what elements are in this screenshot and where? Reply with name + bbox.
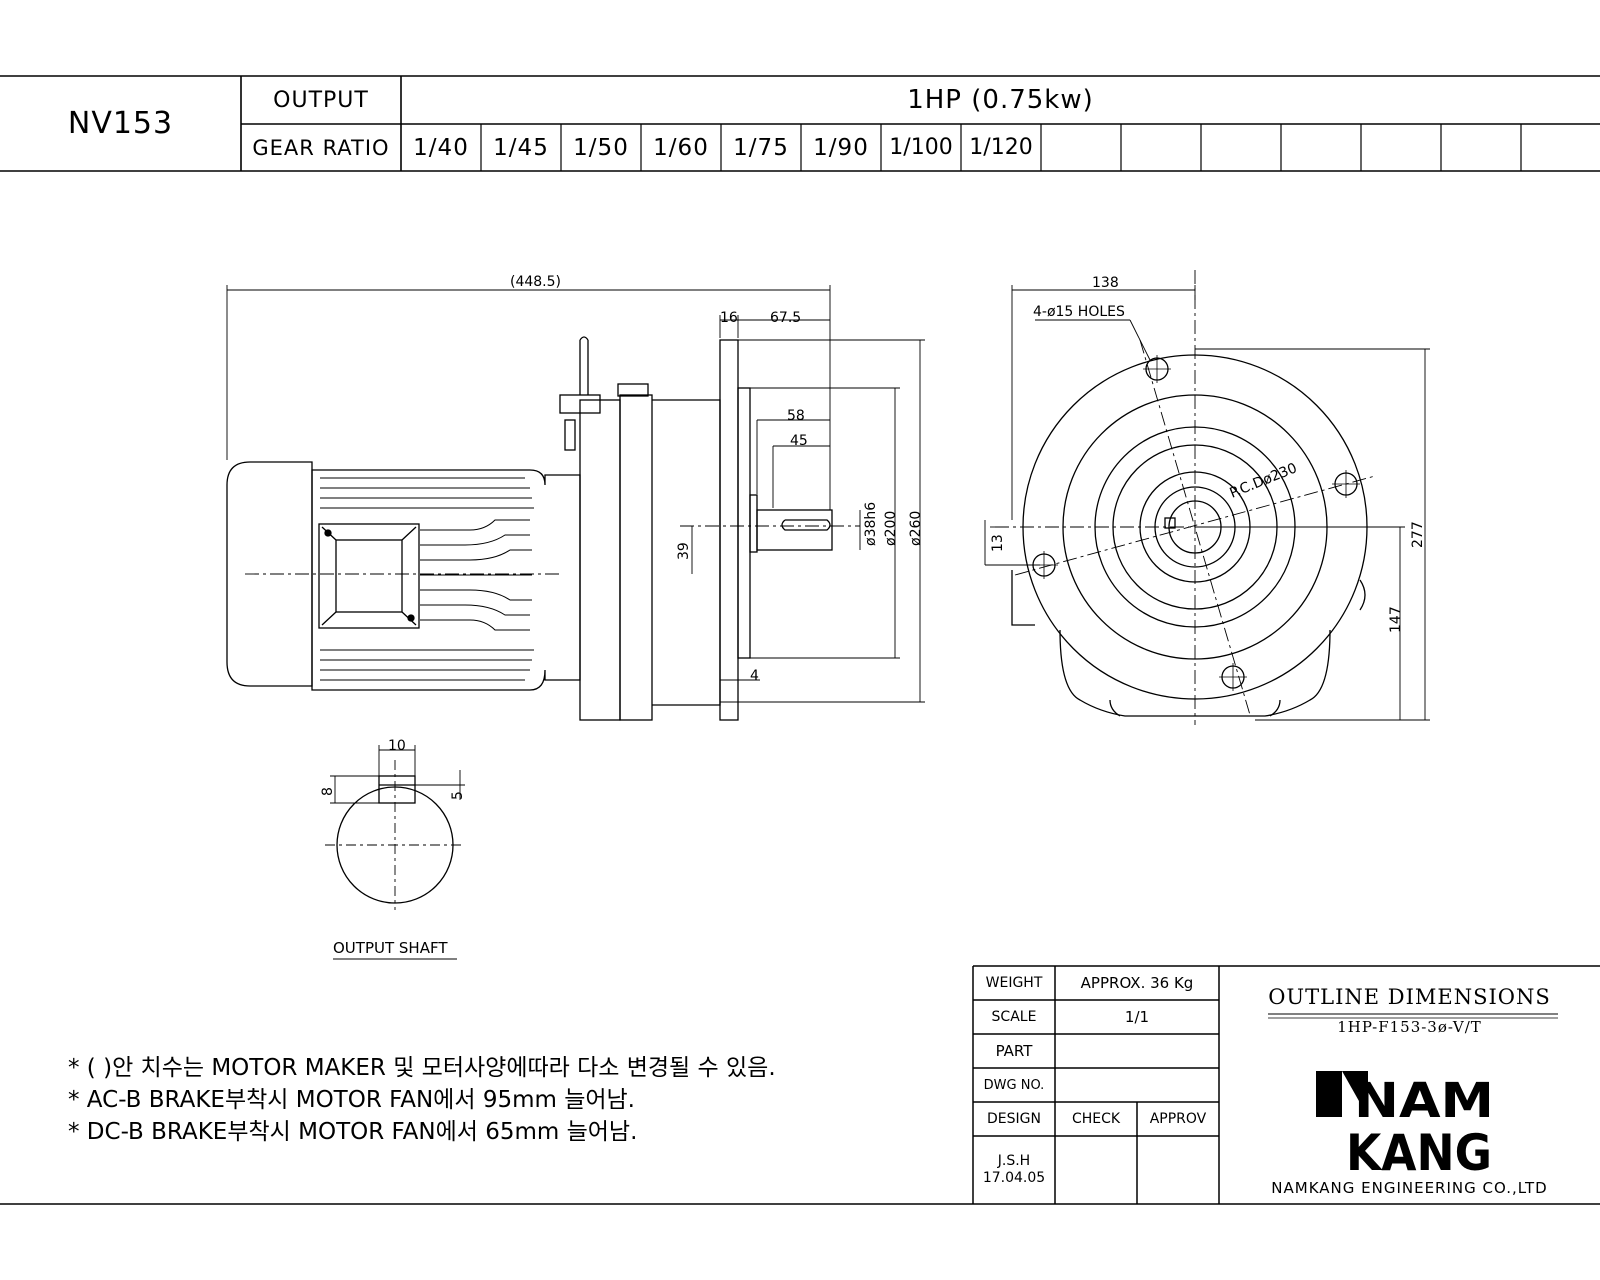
- output-flange: [719, 339, 739, 721]
- gear-ratio-cell: 1/90: [813, 134, 869, 161]
- design-date: 17.04.05: [982, 1170, 1046, 1186]
- side-dimension-lines: [226, 285, 925, 703]
- dim-holes: 4-ø15 HOLES: [1033, 304, 1125, 320]
- dim-lower-height: 147: [1388, 606, 1404, 633]
- dim-overall-length: (448.5): [510, 274, 561, 290]
- motor-body: [311, 469, 581, 691]
- shaft-detail-texts: 10 8 5 OUTPUT SHAFT: [320, 738, 466, 957]
- header-frame: [0, 75, 1600, 1205]
- title-block-frame: [972, 965, 1600, 1204]
- dwg-no-label: DWG NO.: [983, 1077, 1045, 1093]
- output-shaft-detail: [325, 745, 465, 960]
- dim-shaft-dia: ø38h6: [863, 502, 879, 546]
- output-value: 1HP (0.75kw): [907, 85, 1094, 115]
- note-line: * AC-B BRAKE부착시 MOTOR FAN에서 95mm 늘어남.: [68, 1087, 635, 1113]
- dim-flange-dia: ø260: [908, 511, 924, 546]
- check-label: CHECK: [1071, 1111, 1121, 1127]
- gear-ratio-cell: 1/60: [653, 134, 709, 161]
- dim-key-len-45: 45: [790, 433, 808, 449]
- drawing-title: OUTLINE DIMENSIONS: [1268, 985, 1551, 1009]
- adapter-plate: [579, 399, 621, 721]
- scale-label: SCALE: [991, 1009, 1037, 1025]
- logo-top-text: NAM: [1354, 1073, 1494, 1129]
- approv-label: APPROV: [1149, 1111, 1207, 1127]
- front-dimension-lines: [984, 285, 1430, 721]
- weight-value: APPROX. 36 Kg: [1080, 974, 1194, 992]
- dim-center-height: 39: [676, 542, 692, 560]
- output-shaft: [756, 509, 833, 551]
- part-label: PART: [995, 1042, 1033, 1060]
- front-view: [995, 270, 1385, 725]
- notes: * ( )안 치수는 MOTOR MAKER 및 모터사양에따라 다소 변경될 …: [68, 1052, 776, 1148]
- design-label: DESIGN: [987, 1111, 1041, 1127]
- company-name: NAMKANG ENGINEERING CO.,LTD: [1271, 1179, 1548, 1197]
- dim-pilot-depth: 4: [750, 668, 759, 684]
- gear-ratio-cell: 1/100: [889, 135, 953, 160]
- logo-bottom-text: KANG: [1346, 1124, 1492, 1182]
- design-signature: J.S.H 17.04.05: [973, 1136, 1055, 1204]
- side-view: [226, 336, 860, 721]
- dim-height: 277: [1410, 521, 1426, 548]
- designer-initials: J.S.H: [997, 1153, 1031, 1169]
- gear-ratio-cell: 1/75: [733, 134, 789, 161]
- drawing-code: 1HP-F153-3ø-V/T: [1337, 1018, 1482, 1036]
- model-name: NV153: [67, 106, 174, 141]
- side-dimension-texts: (448.5) 16 67.5 58 45 39 ø38h6 ø200 ø260…: [510, 274, 924, 684]
- note-line: * DC-B BRAKE부착시 MOTOR FAN에서 65mm 늘어남.: [68, 1119, 638, 1145]
- front-dimension-texts: 138 4-ø15 HOLES P.C.Dø230 13 277 147: [990, 275, 1426, 633]
- dim-width: 138: [1092, 275, 1119, 291]
- scale-value: 1/1: [1124, 1008, 1150, 1026]
- output-label: OUTPUT: [273, 87, 369, 113]
- dim-flange-thickness: 16: [720, 310, 738, 326]
- weight-label: WEIGHT: [985, 975, 1043, 991]
- dim-pilot-dia: ø200: [883, 511, 899, 546]
- note-line: * ( )안 치수는 MOTOR MAKER 및 모터사양에따라 다소 변경될 …: [68, 1055, 776, 1081]
- gear-ratio-cell: 1/45: [493, 134, 549, 161]
- key: [378, 775, 416, 804]
- dim-key-width: 10: [388, 738, 406, 754]
- gear-ratio-cell: 1/40: [413, 134, 469, 161]
- terminal-box: [318, 523, 420, 629]
- dim-key-depth-shaft: 8: [320, 787, 336, 796]
- gear-ratio-cell: 1/50: [573, 134, 629, 161]
- output-shaft-label: OUTPUT SHAFT: [333, 939, 448, 957]
- dim-key-depth-hub: 5: [450, 791, 466, 800]
- dim-shaft-length: 67.5: [770, 310, 801, 326]
- gear-ratio-label: GEAR RATIO: [252, 135, 390, 160]
- namkang-logo: NAM KANG: [1316, 1071, 1494, 1182]
- dim-pcd: P.C.Dø230: [1228, 460, 1300, 501]
- dim-offset: 13: [990, 534, 1006, 552]
- dim-key-length: 58: [787, 408, 805, 424]
- gear-ratio-cell: 1/120: [969, 135, 1033, 160]
- fan-cover: [226, 461, 313, 687]
- gearbox-housing: [619, 394, 653, 721]
- cooling-fins: [320, 477, 534, 681]
